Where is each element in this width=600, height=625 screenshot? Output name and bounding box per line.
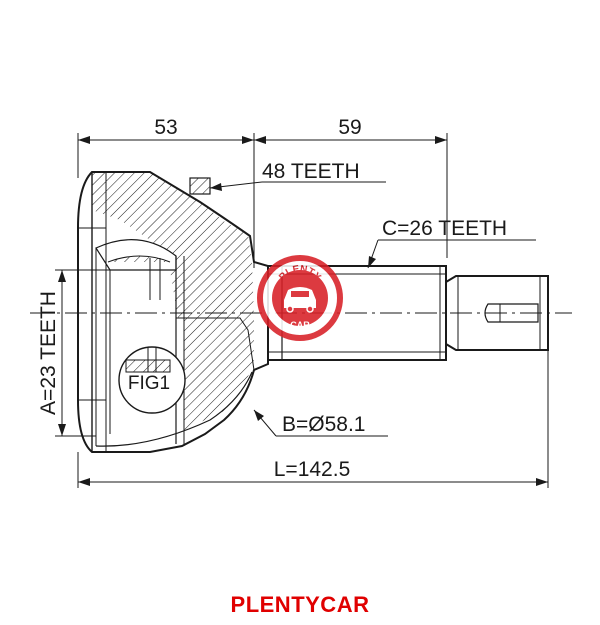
top-dimensions: 53 59: [77, 116, 448, 268]
joint-housing: FIG1: [77, 171, 269, 453]
length-dimension: L=142.5: [77, 350, 549, 488]
car-icon: [284, 287, 316, 313]
plentycar-watermark-logo: PLENTY CAR: [257, 255, 343, 341]
teeth-c-label: C=26 TEETH: [382, 217, 507, 240]
teeth-a-label: A=23 TEETH: [37, 291, 60, 415]
brand-name: PLENTYCAR: [230, 592, 370, 617]
diameter-b-callout: B=Ø58.1: [253, 409, 388, 437]
teeth-48-callout: 48 TEETH: [189, 160, 386, 195]
dimension-53-label: 53: [154, 116, 177, 139]
figure-label: FIG1: [128, 373, 170, 394]
watermark-bottom-text: CAR: [290, 320, 310, 330]
svg-text:PLENTY: PLENTY: [277, 264, 323, 283]
teeth-a-dimension: A=23 TEETH: [37, 269, 110, 437]
length-l-label: L=142.5: [274, 458, 351, 481]
diameter-b-label: B=Ø58.1: [282, 413, 365, 436]
teeth-48-label: 48 TEETH: [262, 160, 360, 183]
teeth-c-callout: C=26 TEETH: [367, 217, 536, 269]
watermark-top-text: PLENTY: [277, 264, 323, 283]
dimension-59-label: 59: [338, 116, 361, 139]
